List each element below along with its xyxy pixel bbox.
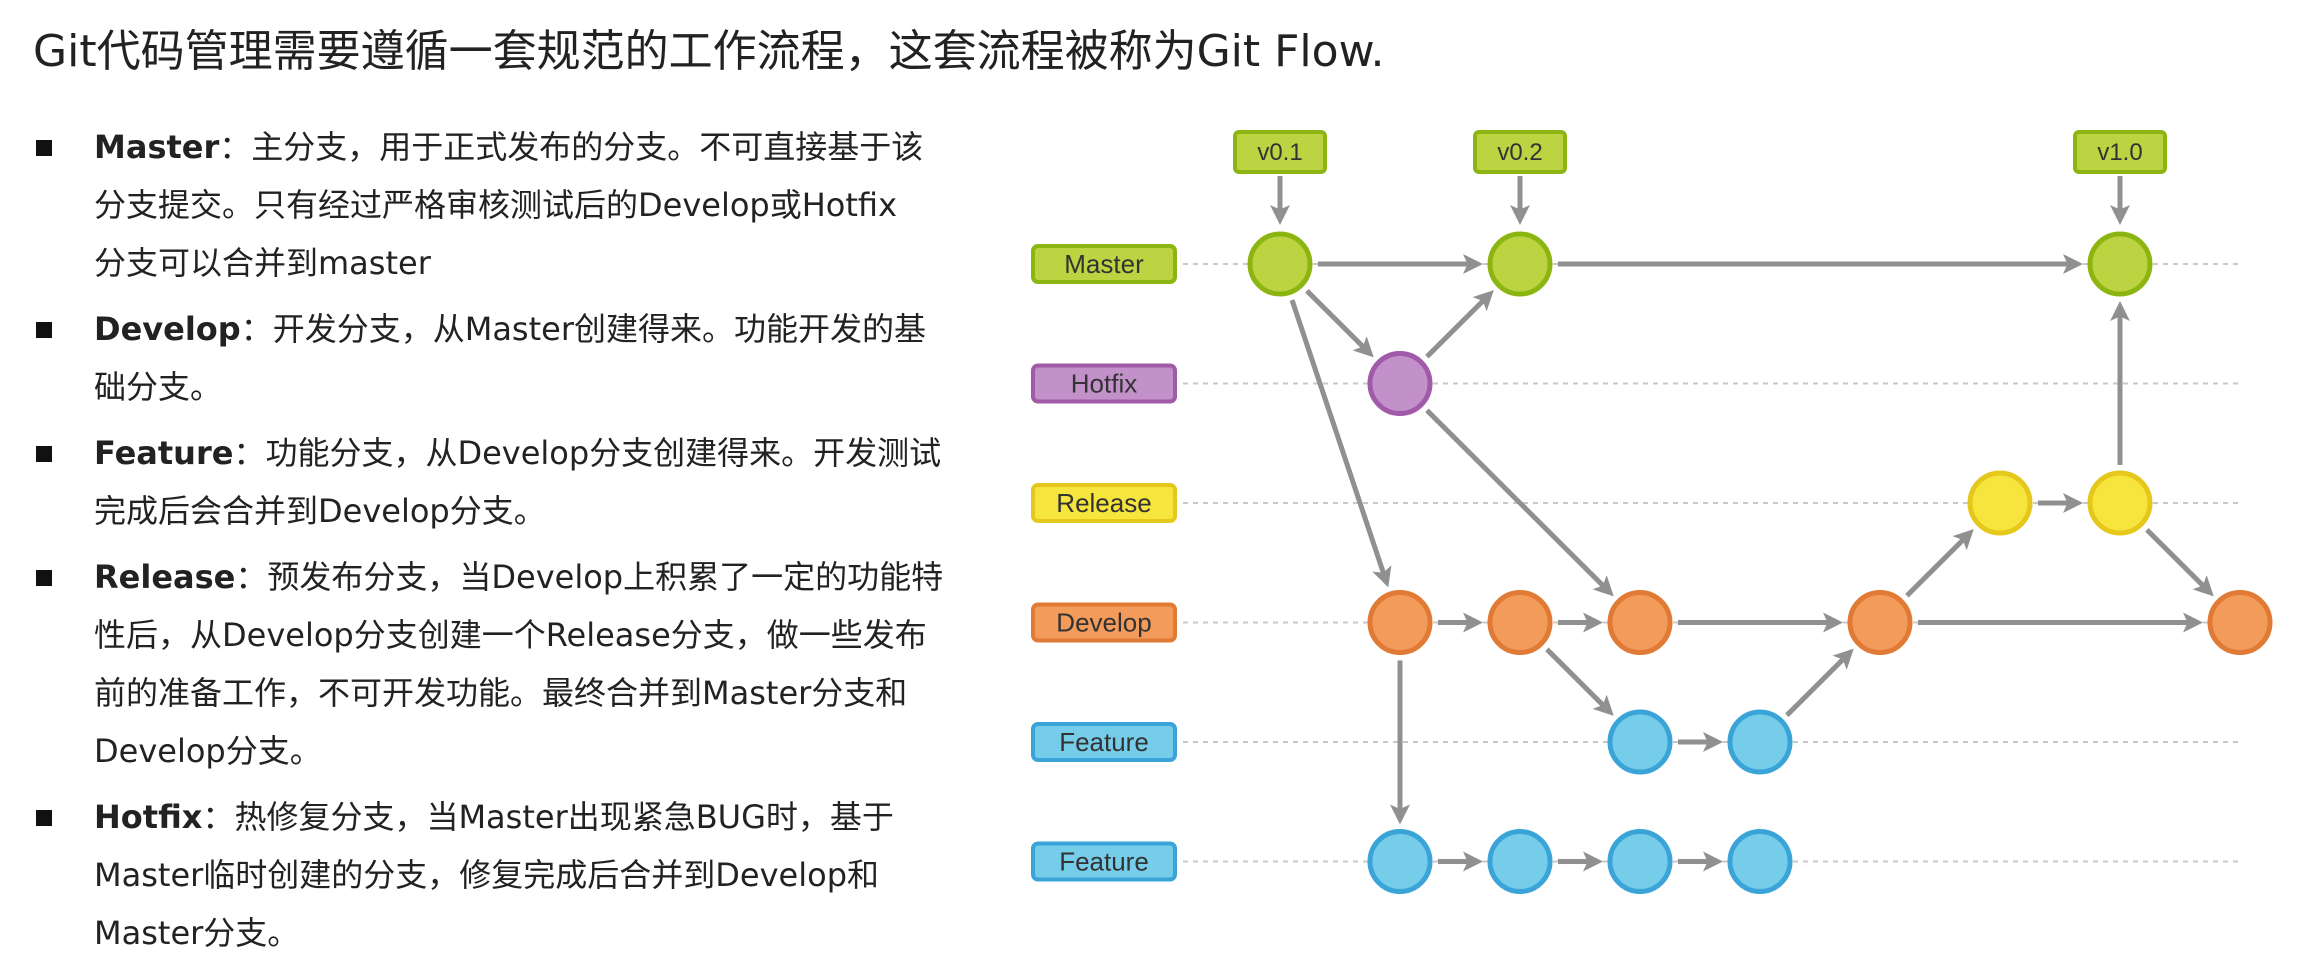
item-line: Release：预发布分支，当Develop上积累了一定的功能特 <box>94 548 944 606</box>
item-text: 性后，从Develop分支创建一个Release分支，做一些发布 <box>94 616 927 654</box>
item-line: Develop：开发分支，从Master创建得来。功能开发的基 <box>94 300 940 358</box>
item-text: 前的准备工作，不可开发功能。最终合并到Master分支和 <box>94 674 908 712</box>
commit-g2 <box>1487 829 1553 894</box>
branch-label-develop: Develop <box>1056 608 1151 638</box>
commit-r2 <box>2087 470 2153 536</box>
bullet-icon <box>36 140 52 156</box>
item-separator: ： <box>202 798 235 836</box>
commit-d2 <box>1487 590 1553 655</box>
commit-f2 <box>1727 709 1793 775</box>
edge-h1-d3 <box>1425 408 1614 597</box>
version-tag-box <box>2073 130 2167 174</box>
branch-description-list: Master：主分支，用于正式发布的分支。不可直接基于该 分支提交。只有经过严格… <box>30 118 944 970</box>
branch-label-box-feature2 <box>1031 841 1177 882</box>
item-text: Develop分支。 <box>94 732 322 770</box>
list-item-develop: Develop：开发分支，从Master创建得来。功能开发的基 础分支。 <box>30 300 940 416</box>
edge-m1-d1 <box>1289 299 1392 588</box>
item-text: 础分支。 <box>94 368 223 406</box>
item-text: 功能分支，从Develop分支创建得来。开发测试 <box>265 434 942 472</box>
edge-f2-d4 <box>1785 648 1854 717</box>
branch-label-box-feature1 <box>1031 722 1177 762</box>
bullet-icon <box>36 446 52 462</box>
commit-d1 <box>1367 590 1433 655</box>
branch-label-box-release <box>1031 483 1177 523</box>
item-text: 完成后会合并到Develop分支。 <box>94 492 546 530</box>
commit-d4 <box>1847 590 1913 655</box>
commit-m2 <box>1487 231 1553 297</box>
edge-d2-f1 <box>1545 647 1614 716</box>
item-term: Feature <box>94 434 234 472</box>
commit-g1 <box>1367 829 1433 894</box>
item-text: 分支提交。只有经过严格审核测试后的Develop或Hotfix <box>94 186 898 224</box>
version-tag-box <box>1473 130 1567 174</box>
commit-d5 <box>2207 590 2273 655</box>
item-separator: ： <box>219 128 252 166</box>
commit-f1 <box>1607 709 1673 775</box>
bullet-icon <box>36 322 52 338</box>
commit-r1 <box>1967 470 2033 536</box>
page-title: Git代码管理需要遵循一套规范的工作流程，这套流程被称为Git Flow. <box>33 26 1385 77</box>
item-separator: ： <box>240 310 273 348</box>
list-item-master: Master：主分支，用于正式发布的分支。不可直接基于该 分支提交。只有经过严格… <box>30 118 940 292</box>
git-flow-diagram: MasterHotfixReleaseDevelopFeatureFeature… <box>1031 130 2273 894</box>
version-tag-box <box>1233 130 1327 174</box>
list-item-release: Release：预发布分支，当Develop上积累了一定的功能特 性后，从Dev… <box>30 548 944 780</box>
item-text: Master分支。 <box>94 914 300 952</box>
commit-m1 <box>1247 231 1313 297</box>
item-text: 预发布分支，当Develop上积累了一定的功能特 <box>267 558 944 596</box>
commit-m3 <box>2087 231 2153 297</box>
branch-label-feature2: Feature <box>1059 847 1149 877</box>
version-tag-label: v1.0 <box>2097 139 2142 166</box>
edge-m1-h1 <box>1305 289 1374 358</box>
version-tag-label: v0.2 <box>1497 139 1542 166</box>
commit-g3 <box>1607 829 1673 894</box>
list-item-hotfix: Hotfix：热修复分支，当Master出现紧急BUG时，基于 Master临时… <box>30 788 940 962</box>
item-line: Master：主分支，用于正式发布的分支。不可直接基于该 <box>94 118 940 176</box>
bullet-icon <box>36 810 52 826</box>
list-item-feature: Feature：功能分支，从Develop分支创建得来。开发测试 完成后会合并到… <box>30 424 942 540</box>
item-separator: ： <box>233 434 266 472</box>
item-text: 分支可以合并到master <box>94 244 431 282</box>
version-tag-label: v0.1 <box>1257 139 1302 166</box>
item-text: Master临时创建的分支，修复完成后合并到Develop和 <box>94 856 880 894</box>
branch-label-box-hotfix <box>1031 363 1177 404</box>
item-term: Hotfix <box>94 798 203 836</box>
item-term: Release <box>94 558 236 596</box>
branch-label-box-master <box>1031 244 1177 284</box>
commit-g4 <box>1727 829 1793 894</box>
item-term: Develop <box>94 310 241 348</box>
item-line: Feature：功能分支，从Develop分支创建得来。开发测试 <box>94 424 942 482</box>
branch-label-hotfix: Hotfix <box>1071 369 1137 399</box>
item-term: Master <box>94 128 220 166</box>
item-line: Hotfix：热修复分支，当Master出现紧急BUG时，基于 <box>94 788 940 846</box>
item-text: 主分支，用于正式发布的分支。不可直接基于该 <box>251 128 924 166</box>
branch-label-master: Master <box>1064 249 1144 279</box>
commit-d3 <box>1607 590 1673 655</box>
edge-d4-r1 <box>1905 529 1974 598</box>
branch-label-feature1: Feature <box>1059 727 1149 757</box>
item-text: 热修复分支，当Master出现紧急BUG时，基于 <box>234 798 894 836</box>
branch-label-box-develop <box>1031 602 1177 643</box>
item-separator: ： <box>235 558 268 596</box>
branch-label-release: Release <box>1056 488 1151 518</box>
item-text: 开发分支，从Master创建得来。功能开发的基 <box>272 310 926 348</box>
edge-r2-d5 <box>2145 528 2214 597</box>
bullet-icon <box>36 570 52 586</box>
commit-h1 <box>1367 351 1433 416</box>
edge-h1-m2 <box>1425 290 1494 359</box>
